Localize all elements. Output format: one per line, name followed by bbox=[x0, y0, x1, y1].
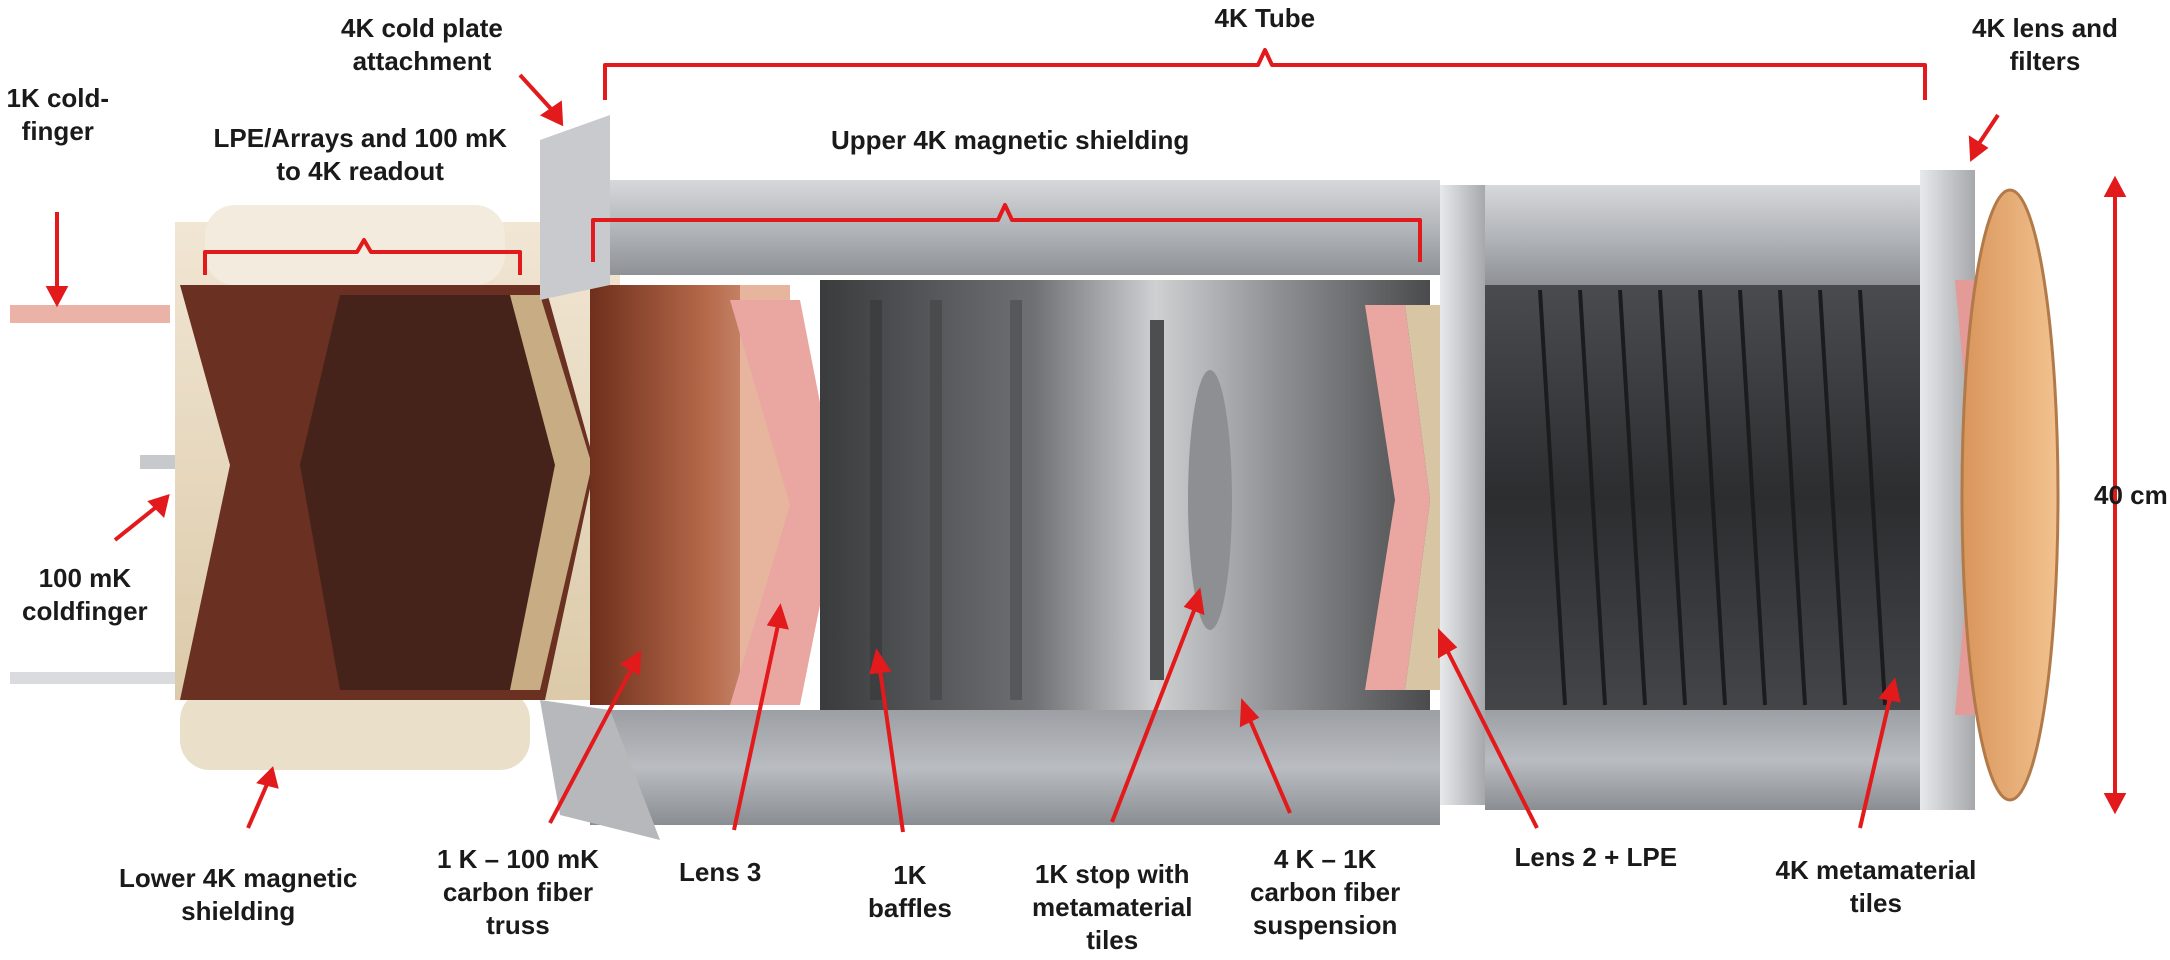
label-line: metamaterial bbox=[1032, 891, 1193, 922]
end-lens bbox=[1962, 190, 2058, 800]
label-line: truss bbox=[486, 909, 550, 940]
annotation-brackets bbox=[203, 48, 1927, 275]
readout-side-panel bbox=[510, 295, 592, 690]
label-tube-4k: 4K Tube bbox=[1215, 2, 1316, 35]
arrow-lens-3 bbox=[732, 624, 780, 831]
tube-inner-bore bbox=[820, 280, 1430, 710]
arrow-stop bbox=[1110, 607, 1197, 823]
arrow-cold-plate bbox=[518, 73, 554, 112]
baffle-ring-2 bbox=[930, 300, 942, 700]
label-line: Lens 2 + LPE bbox=[1514, 841, 1678, 872]
label-line: 4K metamaterial bbox=[1775, 855, 1977, 885]
label-line: 1 K – 100 mK bbox=[437, 843, 599, 874]
label-upper-shield: Upper 4K magnetic shielding bbox=[831, 124, 1189, 157]
bracket-4k-tube bbox=[603, 48, 1927, 100]
label-line: LPE/Arrays and 100 mK bbox=[213, 123, 507, 153]
baffle-ring-4 bbox=[1150, 320, 1164, 680]
bracket-lpe-arrays bbox=[203, 238, 522, 275]
cryostat-body bbox=[10, 115, 2060, 840]
baffle-ring-1 bbox=[870, 300, 882, 700]
cold-plate-flange-top bbox=[540, 115, 610, 300]
label-line: 4K Tube bbox=[1214, 3, 1316, 33]
tube-top-shell bbox=[590, 180, 1440, 275]
cold-plate-flange-bottom bbox=[540, 700, 660, 840]
arrow-truss bbox=[548, 667, 634, 824]
stop-ring bbox=[1188, 370, 1232, 630]
label-line: coldfinger bbox=[22, 596, 148, 626]
baffle-ring-3 bbox=[1010, 300, 1022, 700]
label-line: 4K cold plate bbox=[341, 13, 503, 43]
label-line: to 4K readout bbox=[276, 156, 444, 186]
label-line: Upper 4K magnetic shielding bbox=[831, 124, 1190, 155]
arrow-lens-filters bbox=[1976, 113, 2000, 147]
label-coldfinger-1k: 1K cold-finger bbox=[7, 82, 110, 148]
bracket-upper-shield bbox=[591, 203, 1422, 262]
lens-3-shape bbox=[730, 300, 840, 705]
label-line: 1K bbox=[893, 860, 927, 890]
label-line: 1K cold- bbox=[6, 83, 110, 113]
label-line: suspension bbox=[1252, 909, 1398, 940]
lens-2-shape bbox=[1365, 305, 1430, 690]
label-line: finger bbox=[21, 116, 94, 146]
arrow-lower-shield bbox=[246, 781, 270, 829]
label-line: carbon fiber bbox=[442, 876, 594, 907]
label-line: 4 K – 1K bbox=[1273, 843, 1377, 874]
left-housing-bottom-cap bbox=[180, 690, 530, 770]
label-line: carbon fiber bbox=[1250, 876, 1401, 907]
tube-bottom-shell bbox=[590, 710, 1440, 825]
end-lens-rim bbox=[1960, 188, 2060, 802]
tile-ribs bbox=[1538, 289, 1887, 706]
arrow-lens-2 bbox=[1445, 649, 1539, 829]
arrow-coldfinger-100mk bbox=[113, 506, 157, 542]
lower-rod bbox=[10, 672, 175, 684]
middle-flange bbox=[1440, 185, 1485, 805]
label-dimension: 40 cm bbox=[2094, 479, 2168, 512]
readout-interior bbox=[300, 295, 555, 690]
label-line: attachment bbox=[352, 46, 492, 76]
front-bottom-shell bbox=[1485, 710, 1925, 810]
label-line: Lens 3 bbox=[679, 856, 762, 887]
front-top-shell bbox=[1485, 185, 1925, 285]
label-lens3: Lens 3 bbox=[679, 856, 761, 889]
label-line: 4K lens and bbox=[1972, 13, 2118, 43]
arrow-baffles bbox=[878, 669, 905, 833]
label-line: 1K stop with bbox=[1034, 858, 1190, 889]
coldfinger-100mk-rod bbox=[140, 455, 180, 469]
label-line: tiles bbox=[1086, 924, 1139, 955]
label-line: shielding bbox=[181, 896, 296, 926]
coldfinger-1k-rod bbox=[10, 305, 170, 323]
label-line: 40 cm bbox=[2094, 479, 2168, 510]
label-line: 100 mK bbox=[38, 563, 132, 593]
label-line: baffles bbox=[868, 893, 952, 923]
annotation-arrows bbox=[45, 73, 2127, 833]
label-lens2: Lens 2 + LPE bbox=[1515, 841, 1678, 874]
left-housing-top-cap bbox=[205, 205, 505, 285]
label-line: Lower 4K magnetic bbox=[119, 863, 358, 893]
label-line: filters bbox=[2009, 46, 2081, 76]
arrow-suspension bbox=[1248, 719, 1292, 814]
label-line: tiles bbox=[1849, 888, 1902, 918]
arrow-tiles-4k bbox=[1858, 697, 1892, 829]
